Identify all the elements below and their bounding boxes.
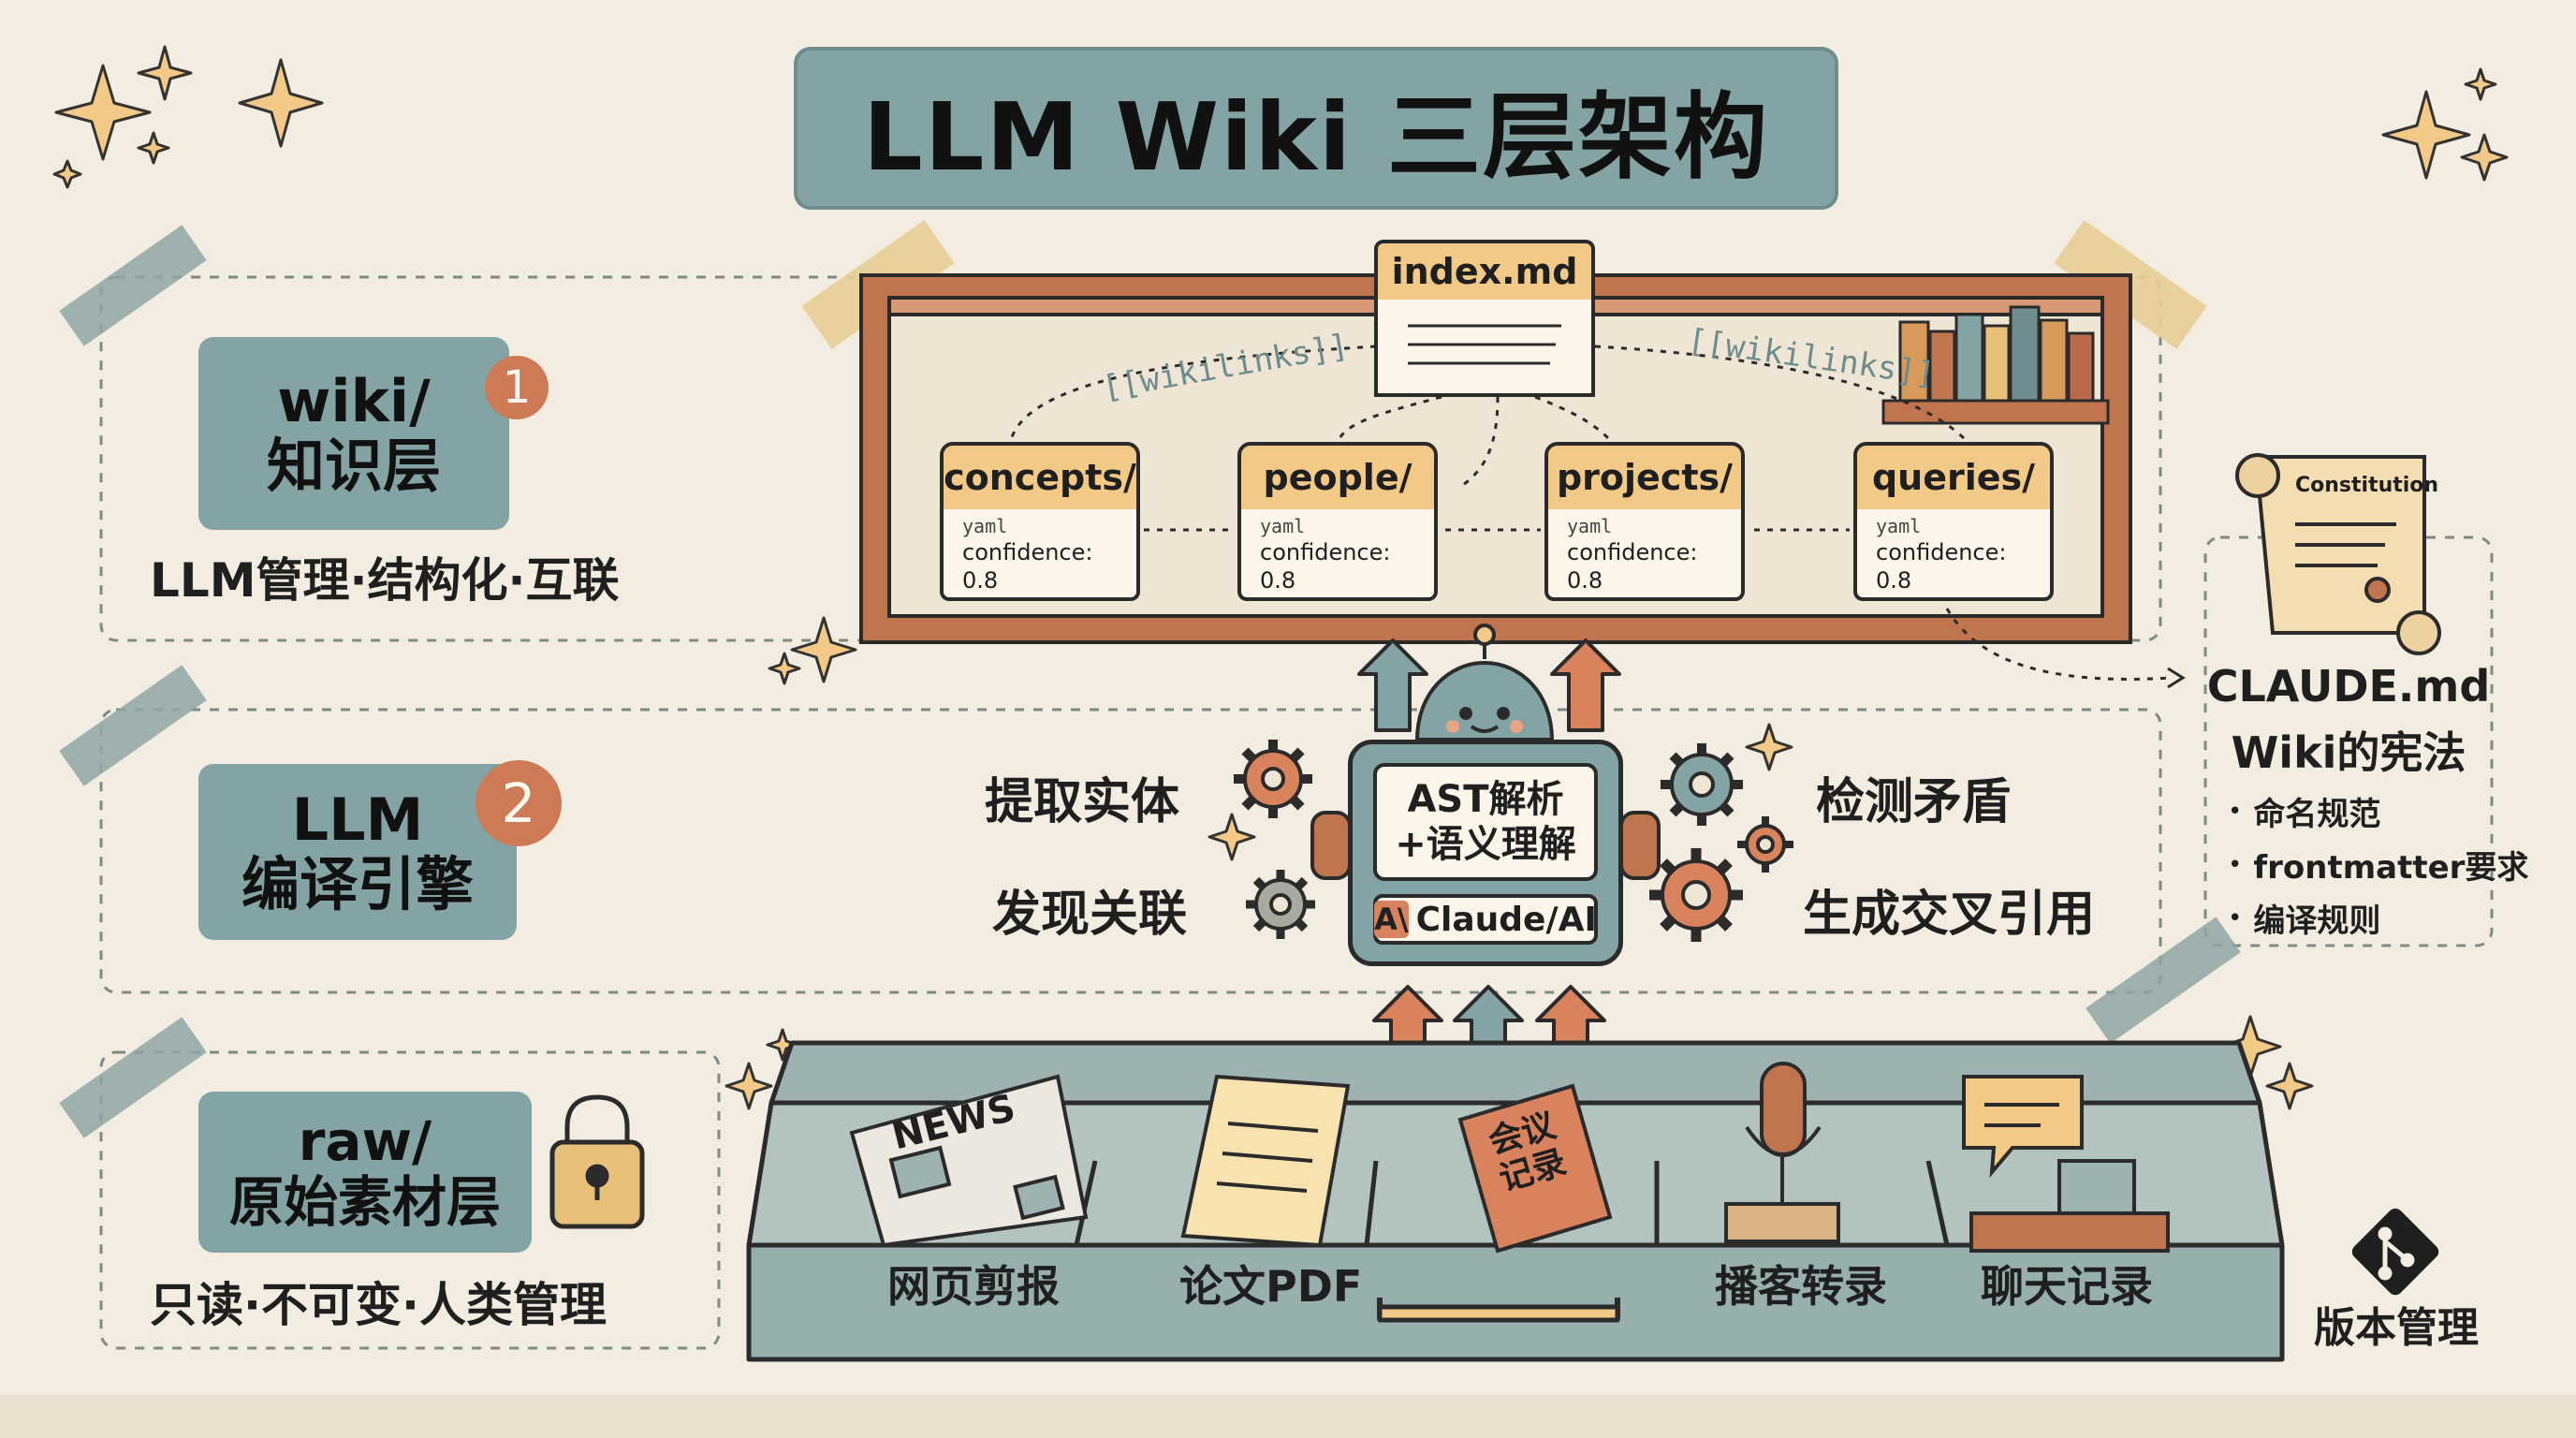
book-icons	[1881, 305, 2110, 425]
raw-drawer	[746, 1040, 2285, 1362]
chat-bubble-icon	[1962, 1075, 2170, 1253]
constitution-scroll-icon	[2235, 453, 2441, 655]
version-control-label: 版本管理	[2314, 1304, 2479, 1352]
screen-line-semantic: +语义理解	[1395, 823, 1576, 866]
folder-label: people/	[1237, 442, 1438, 513]
engine-brand: A\ Claude/AI	[1373, 894, 1598, 945]
padlock-icon	[549, 1094, 645, 1229]
constitution-item-naming: 命名规范	[2253, 796, 2381, 833]
newspaper-icon	[849, 1074, 1089, 1248]
layer-llm-line2: 编译引擎	[241, 850, 474, 918]
layer-number-badge-2: 2	[476, 760, 562, 846]
action-detect-contradictions: 检测矛盾	[1816, 774, 2012, 830]
drawer-item-chat-logs: 聊天记录	[1981, 1261, 2153, 1312]
action-discover-relations: 发现关联	[992, 887, 1188, 943]
constitution-item-frontmatter: frontmatter要求	[2253, 849, 2529, 887]
title-banner: LLM Wiki 三层架构	[794, 47, 1838, 210]
folder-meta: yaml confidence: 0.8	[1853, 509, 2054, 601]
folder-concepts: concepts/ yaml confidence: 0.8	[940, 442, 1140, 601]
constitution-subtitle: Wiki的宪法	[2231, 727, 2466, 778]
action-generate-crossrefs: 生成交叉引用	[1803, 887, 2096, 943]
sparkle-icons	[52, 45, 2509, 1110]
layer-label-raw: raw/ 原始素材层	[198, 1092, 532, 1253]
notebook-icon	[1457, 1083, 1613, 1254]
folder-yaml: yaml	[1876, 515, 1922, 537]
folder-confidence: confidence: 0.8	[1567, 539, 1698, 594]
constitution-list-item: • frontmatter要求	[2228, 842, 2528, 888]
screen-display: AST解析 +语义理解	[1373, 763, 1598, 881]
folder-yaml: yaml	[962, 515, 1008, 537]
drawer-item-web-clips: 网页剪报	[887, 1261, 1060, 1312]
page-title: LLM Wiki 三层架构	[863, 81, 1769, 192]
bullet-icon: •	[2228, 903, 2243, 932]
layer-raw-line2: 原始素材层	[228, 1170, 501, 1234]
folder-queries: queries/ yaml confidence: 0.8	[1853, 442, 2054, 601]
folder-meta: yaml confidence: 0.8	[940, 509, 1140, 601]
drawer-item-podcast-transcripts: 播客转录	[1715, 1261, 1887, 1312]
constitution-outline	[2203, 536, 2494, 947]
gear-icons	[1234, 740, 1793, 942]
index-md-label: index.md	[1374, 240, 1595, 303]
bullet-icon: •	[2228, 797, 2243, 826]
folder-confidence: confidence: 0.8	[1876, 539, 2007, 594]
anthropic-logo-icon: A\	[1374, 901, 1409, 938]
layer-wiki-line1: wiki/	[277, 366, 431, 435]
bullet-icon: •	[2228, 850, 2243, 879]
git-version-icon	[2351, 1208, 2439, 1296]
screen-line-ast: AST解析	[1407, 778, 1564, 821]
folder-confidence: confidence: 0.8	[962, 539, 1093, 594]
index-lines-icon	[1408, 324, 1561, 365]
layer-number-badge-1: 1	[485, 356, 549, 419]
constitution-title: CLAUDE.md	[2206, 661, 2491, 712]
layer-raw-line1: raw/	[298, 1109, 432, 1174]
folder-projects: projects/ yaml confidence: 0.8	[1544, 442, 1745, 601]
folder-yaml: yaml	[1567, 515, 1613, 537]
layer-wiki-caption: LLM管理·结构化·互联	[150, 553, 620, 608]
folder-meta: yaml confidence: 0.8	[1237, 509, 1438, 601]
layer-wiki-line2: 知识层	[266, 432, 441, 500]
layer-llm-line1: LLM	[291, 785, 424, 854]
layer-label-wiki: wiki/ 知识层	[198, 337, 509, 530]
drawer-item-paper-pdf: 论文PDF	[1179, 1261, 1363, 1312]
llm-engine-screen: AST解析 +语义理解 A\ Claude/AI	[1348, 740, 1623, 966]
layer-raw-caption: 只读·不可变·人类管理	[150, 1278, 607, 1332]
folder-people: people/ yaml confidence: 0.8	[1237, 442, 1438, 601]
folder-meta: yaml confidence: 0.8	[1544, 509, 1745, 601]
folder-yaml: yaml	[1260, 515, 1306, 537]
pdf-paper-icon	[1180, 1074, 1351, 1248]
engine-brand-label: Claude/AI	[1415, 900, 1597, 939]
constitution-list: • 命名规范 • frontmatter要求 • 编译规则	[2228, 788, 2528, 941]
index-md-body	[1374, 300, 1595, 397]
folder-label: concepts/	[940, 442, 1140, 513]
microphone-icon	[1724, 1062, 1840, 1243]
tape-strips	[59, 225, 2241, 1138]
constitution-scroll-label: Constitution	[2295, 474, 2439, 497]
action-extract-entities: 提取实体	[985, 774, 1180, 830]
constitution-item-compile-rules: 编译规则	[2253, 902, 2381, 940]
constitution-list-item: • 命名规范	[2228, 788, 2528, 834]
wikilink-curves	[1009, 345, 2173, 681]
folder-confidence: confidence: 0.8	[1260, 539, 1391, 594]
folder-label: projects/	[1544, 442, 1745, 513]
folder-label: queries/	[1853, 442, 2054, 513]
constitution-list-item: • 编译规则	[2228, 895, 2528, 941]
layer-outline-llm	[99, 708, 2162, 994]
layer-label-llm: LLM 编译引擎	[198, 764, 517, 940]
index-md-card: index.md	[1374, 240, 1595, 397]
